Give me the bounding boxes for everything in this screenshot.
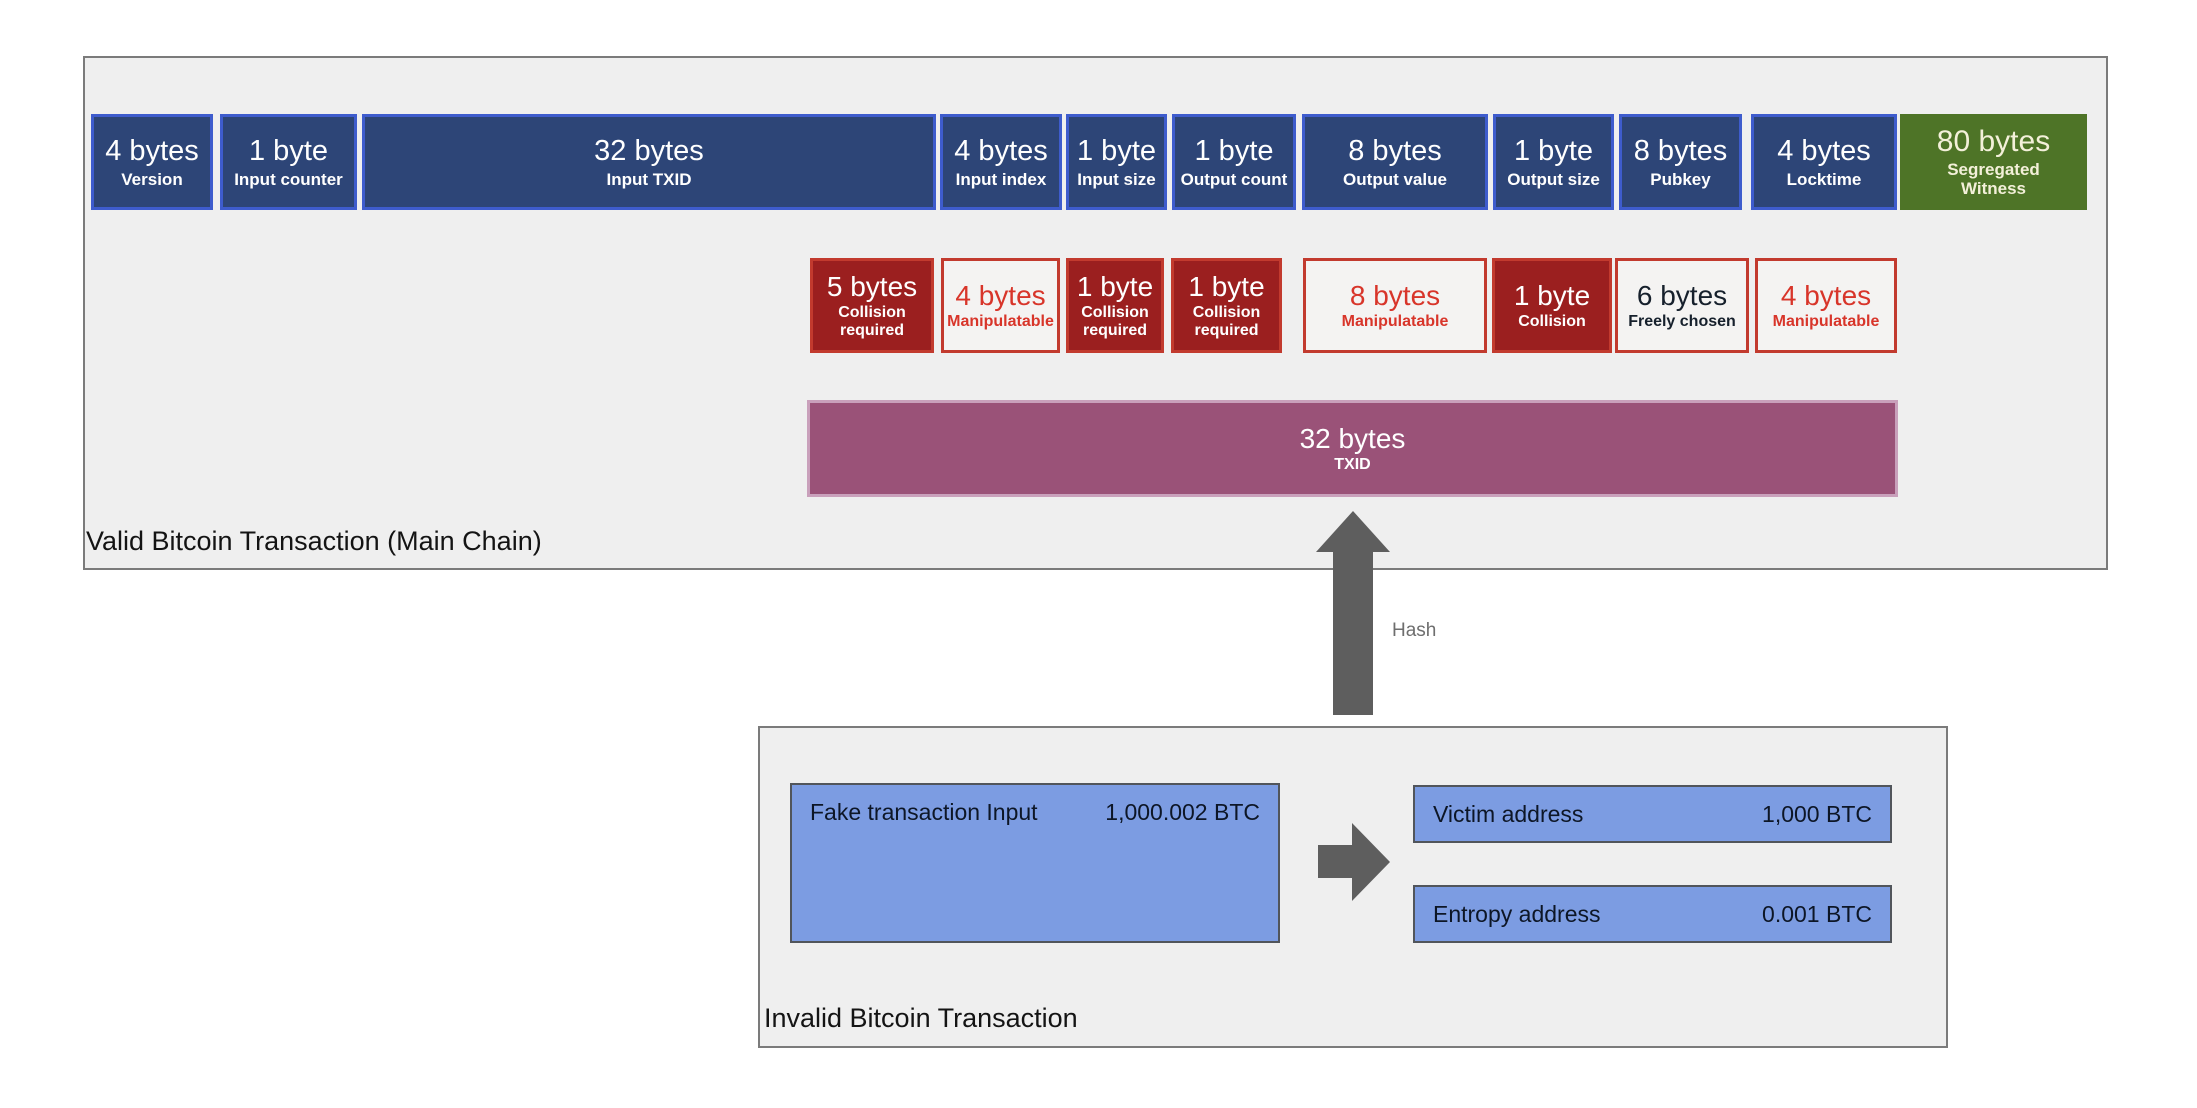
hash-arrow-up-icon	[1333, 550, 1373, 715]
invalid-transaction-label: Invalid Bitcoin Transaction	[764, 1003, 1078, 1033]
txid-field: 32 bytes TXID	[807, 400, 1898, 497]
field-size: 80 bytes	[1936, 125, 2051, 159]
field-name: Input TXID	[606, 170, 692, 190]
field-size: 8 bytes	[1348, 134, 1442, 167]
field-size: 1 byte	[1513, 279, 1591, 311]
field-size: 1 byte	[249, 134, 328, 167]
field-size: 1 byte	[1514, 134, 1593, 167]
field-output-value: 8 bytes Output value	[1302, 114, 1488, 210]
output-amount: 1,000 BTC	[1762, 800, 1872, 827]
attack-field-collision: 1 byte Collision	[1492, 258, 1612, 353]
field-segregated-witness: 80 bytes Segregated Witness	[1900, 114, 2087, 210]
field-name: Collision required	[1081, 304, 1149, 340]
field-name: Segregated Witness	[1947, 159, 2040, 199]
field-name: Input counter	[234, 170, 343, 190]
field-size: 1 byte	[1194, 134, 1274, 167]
field-name: Pubkey	[1650, 170, 1711, 190]
field-size: 4 bytes	[1780, 279, 1872, 311]
field-name: Collision required	[1192, 304, 1261, 340]
field-input-counter: 1 byte Input counter	[220, 114, 357, 210]
fake-transaction-input-box: Fake transaction Input 1,000.002 BTC	[790, 783, 1280, 943]
field-input-size: 1 byte Input size	[1066, 114, 1167, 210]
field-size: 4 bytes	[1777, 134, 1871, 167]
attack-field-manipulatable-2: 8 bytes Manipulatable	[1303, 258, 1487, 353]
hash-arrow-up-icon	[1316, 511, 1390, 552]
field-name: Output count	[1180, 170, 1288, 190]
field-size: 8 bytes	[1633, 134, 1728, 167]
field-size: 6 bytes	[1636, 279, 1728, 311]
field-name: Input index	[955, 170, 1047, 190]
attack-field-collision-required-1: 5 bytes Collision required	[810, 258, 934, 353]
field-size: 5 bytes	[826, 270, 918, 302]
field-version: 4 bytes Version	[91, 114, 213, 210]
field-size: 8 bytes	[1349, 279, 1441, 311]
flow-arrow-right-icon	[1352, 823, 1390, 901]
field-name: Collision	[1518, 313, 1586, 331]
hash-label: Hash	[1392, 620, 1437, 641]
field-output-count: 1 byte Output count	[1172, 114, 1296, 210]
field-name: Manipulatable	[1772, 313, 1880, 331]
field-size: 4 bytes	[954, 134, 1048, 167]
output-name: Entropy address	[1433, 900, 1601, 927]
field-locktime: 4 bytes Locktime	[1751, 114, 1897, 210]
input-amount: 1,000.002 BTC	[1105, 799, 1260, 825]
attack-field-collision-required-3: 1 byte Collision required	[1171, 258, 1282, 353]
field-size: 1 byte	[1076, 270, 1154, 302]
field-size: 4 bytes	[955, 279, 1046, 311]
victim-address-box: Victim address 1,000 BTC	[1413, 785, 1892, 843]
field-input-index: 4 bytes Input index	[940, 114, 1062, 210]
field-name: Locktime	[1786, 170, 1862, 190]
entropy-address-box: Entropy address 0.001 BTC	[1413, 885, 1892, 943]
field-size: 32 bytes	[1299, 422, 1406, 454]
attack-field-manipulatable-1: 4 bytes Manipulatable	[941, 258, 1060, 353]
attack-field-collision-required-2: 1 byte Collision required	[1066, 258, 1164, 353]
field-output-size: 1 byte Output size	[1493, 114, 1614, 210]
field-name: Collision required	[838, 304, 906, 340]
attack-field-freely-chosen: 6 bytes Freely chosen	[1615, 258, 1749, 353]
field-size: 1 byte	[1077, 134, 1156, 167]
output-amount: 0.001 BTC	[1762, 900, 1872, 927]
field-name: Freely chosen	[1628, 313, 1736, 331]
field-name: Manipulatable	[1341, 313, 1449, 331]
flow-arrow-right-icon	[1318, 845, 1352, 878]
valid-transaction-label: Valid Bitcoin Transaction (Main Chain)	[86, 526, 542, 556]
field-name: Version	[121, 170, 183, 190]
attack-field-manipulatable-3: 4 bytes Manipulatable	[1755, 258, 1897, 353]
field-size: 1 byte	[1188, 270, 1265, 302]
field-name: Output size	[1507, 170, 1600, 190]
input-name: Fake transaction Input	[810, 799, 1038, 825]
field-input-txid: 32 bytes Input TXID	[362, 114, 936, 210]
field-name: Input size	[1077, 170, 1156, 190]
output-name: Victim address	[1433, 800, 1584, 827]
field-name: Output value	[1343, 170, 1447, 190]
field-size: 32 bytes	[594, 134, 704, 167]
field-name: TXID	[1334, 456, 1371, 474]
field-size: 4 bytes	[105, 134, 199, 167]
field-pubkey: 8 bytes Pubkey	[1619, 114, 1742, 210]
field-name: Manipulatable	[947, 313, 1054, 331]
